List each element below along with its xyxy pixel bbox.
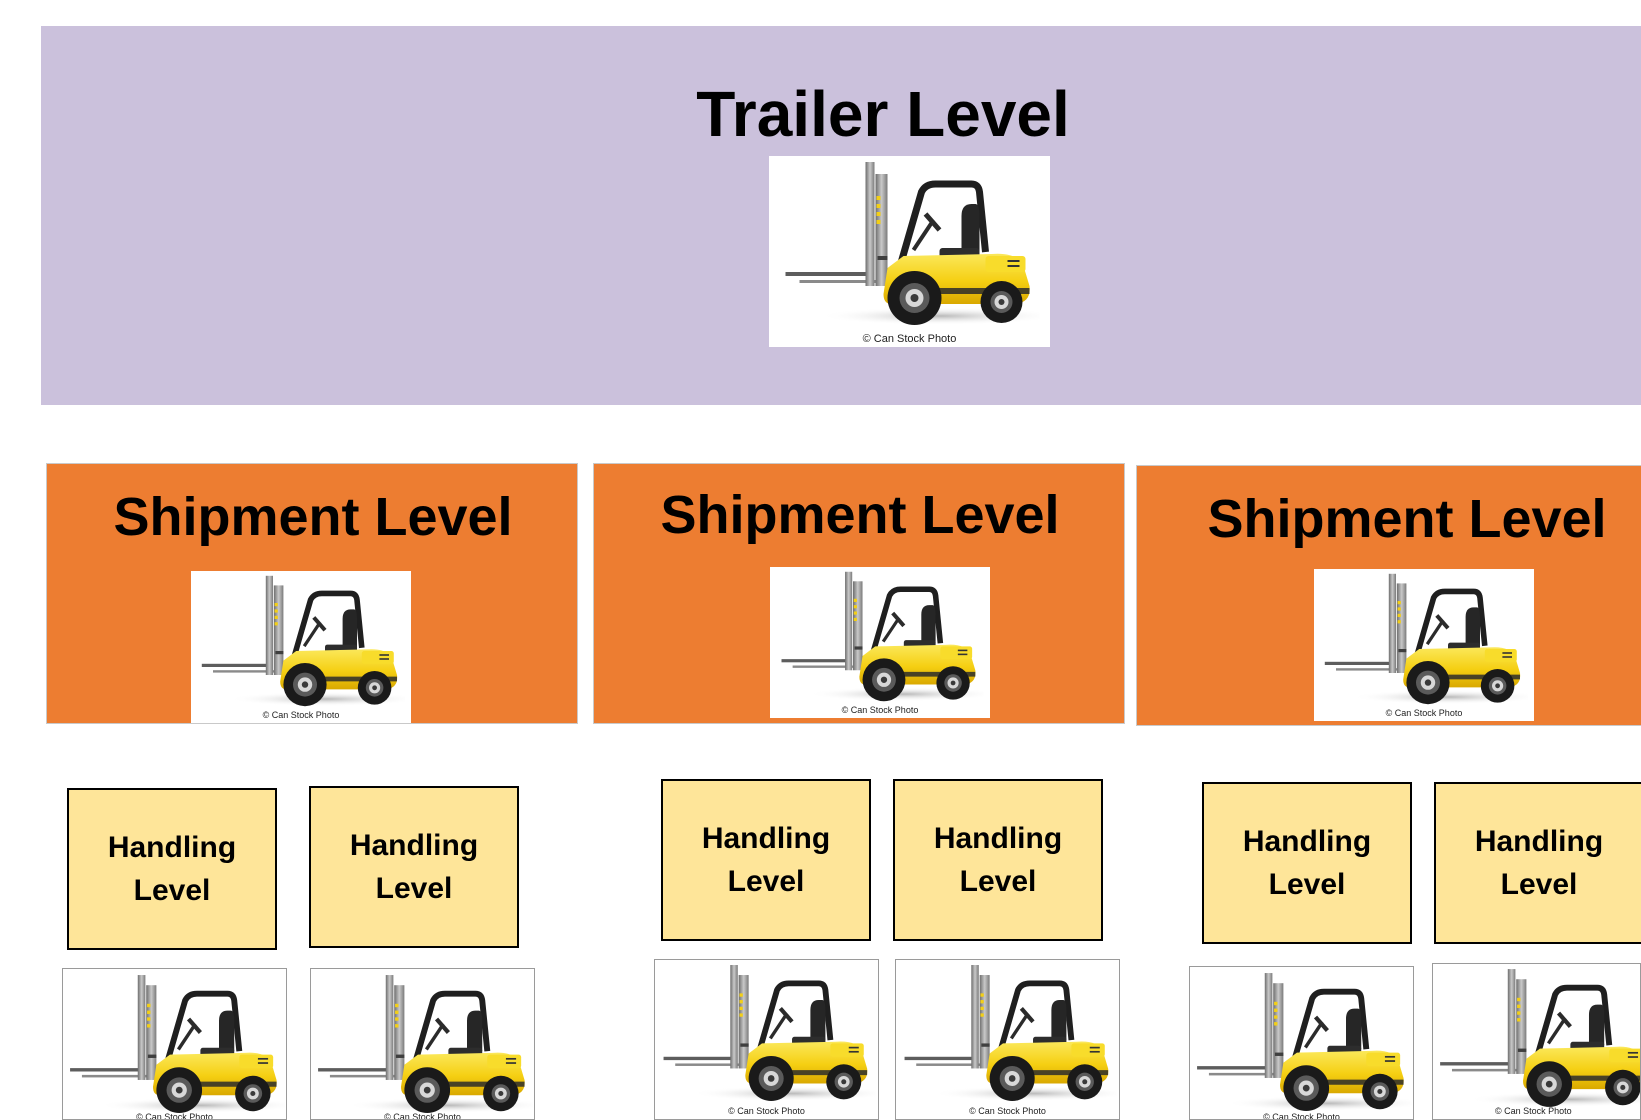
handling-photo-credit-1a: © Can Stock Photo — [136, 1112, 213, 1120]
trailer-photo-credit: © Can Stock Photo — [862, 333, 957, 345]
handling-forklift-image-2a: © Can Stock Photo — [654, 959, 879, 1120]
shipment-level-box-2: Shipment Level © Can Stock Photo — [593, 463, 1125, 724]
handling-line1: Handling — [107, 831, 237, 864]
handling-level-box-2a: Handling Level — [661, 779, 871, 941]
forklift-icon — [191, 571, 411, 711]
handling-level-box-3a: Handling Level — [1202, 782, 1412, 944]
handling-photo-credit-3b: © Can Stock Photo — [1495, 1106, 1572, 1116]
handling-line1: Handling — [933, 822, 1063, 855]
shipment-level-title-2: Shipment Level — [660, 485, 1060, 545]
handling-line1: Handling — [1474, 825, 1604, 858]
trailer-level-box: Trailer Level © Can Stock Photo — [41, 26, 1641, 405]
shipment-photo-credit-2: © Can Stock Photo — [841, 705, 919, 715]
forklift-icon — [1192, 967, 1412, 1117]
handling-line1: Handling — [1242, 825, 1372, 858]
handling-photo-credit-2b: © Can Stock Photo — [969, 1106, 1046, 1116]
shipment-level-title-3: Shipment Level — [1207, 489, 1607, 549]
handling-photo-credit-1b: © Can Stock Photo — [384, 1112, 461, 1120]
forklift-icon — [898, 960, 1118, 1106]
shipment-forklift-image-3: © Can Stock Photo — [1314, 569, 1534, 721]
trailer-level-title: Trailer Level — [696, 78, 1070, 150]
forklift-icon — [769, 156, 1050, 331]
forklift-icon — [657, 960, 877, 1106]
forklift-icon — [1314, 569, 1534, 709]
forklift-icon — [313, 969, 533, 1119]
handling-forklift-image-2b: © Can Stock Photo — [895, 959, 1120, 1120]
handling-forklift-image-3b: © Can Stock Photo — [1432, 963, 1641, 1120]
shipment-level-box-1: Shipment Level © Can Stock Photo — [46, 463, 578, 724]
shipment-forklift-image-1: © Can Stock Photo — [191, 571, 411, 723]
handling-level-box-1b: Handling Level — [309, 786, 519, 948]
handling-level box-3b: Handling Level — [1434, 782, 1641, 944]
forklift-icon — [770, 567, 990, 706]
forklift-icon — [65, 969, 285, 1119]
handling-photo-credit-2a: © Can Stock Photo — [728, 1106, 805, 1116]
shipment-level-box-3: Shipment Level © Can Stock Photo — [1136, 465, 1641, 726]
handling-line2: Level — [1268, 868, 1346, 901]
handling-line2: Level — [959, 865, 1037, 898]
handling-forklift-image-1b: © Can Stock Photo — [310, 968, 535, 1120]
handling-line2: Level — [133, 874, 211, 907]
handling-line2: Level — [375, 872, 453, 905]
handling-level-box-2b: Handling Level — [893, 779, 1103, 941]
trailer-forklift-image: © Can Stock Photo — [769, 156, 1050, 347]
handling-line2: Level — [727, 865, 805, 898]
handling-forklift-image-1a: © Can Stock Photo — [62, 968, 287, 1120]
forklift-icon — [1435, 964, 1641, 1112]
handling-line2: Level — [1500, 868, 1578, 901]
shipment-level-title-1: Shipment Level — [113, 487, 513, 547]
handling-level-box-1a: Handling Level — [67, 788, 277, 950]
shipment-photo-credit-3: © Can Stock Photo — [1385, 708, 1463, 718]
handling-forklift-image-3a: © Can Stock Photo — [1189, 966, 1414, 1120]
handling-photo-credit-3a: © Can Stock Photo — [1263, 1112, 1340, 1120]
handling-line1: Handling — [349, 829, 479, 862]
shipment-photo-credit-1: © Can Stock Photo — [262, 710, 340, 720]
shipment-forklift-image-2: © Can Stock Photo — [770, 567, 990, 718]
handling-line1: Handling — [701, 822, 831, 855]
